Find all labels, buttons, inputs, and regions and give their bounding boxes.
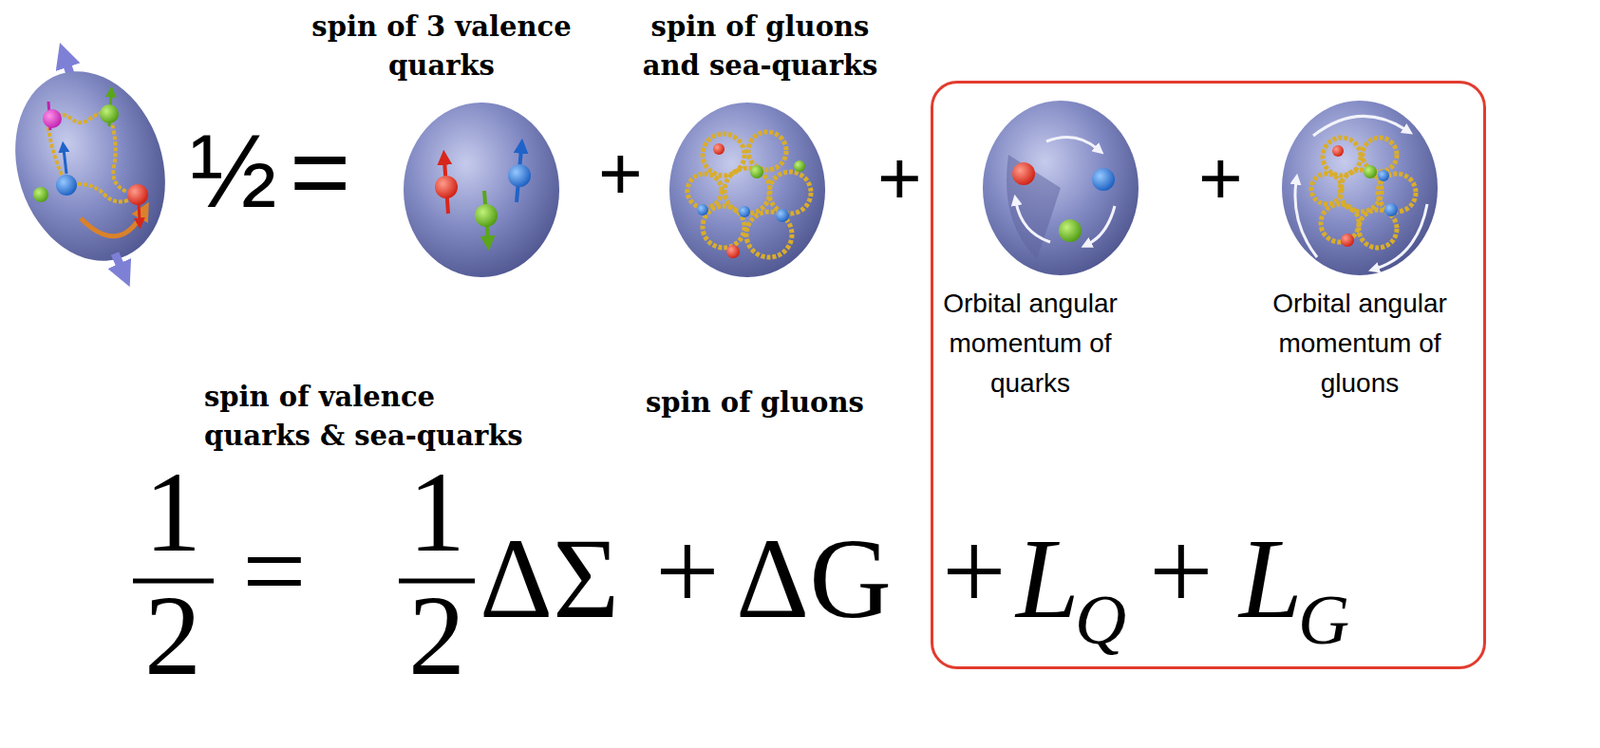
orbital-caption: Orbital angular momentum of quarks bbox=[935, 283, 1126, 404]
math-symbol: ΔG bbox=[735, 522, 892, 637]
fraction-half: ½ bbox=[189, 118, 278, 224]
math-symbol: ΔΣ bbox=[479, 522, 620, 637]
orbital-illustration-circle: Orbital angular momentum of quarks bbox=[935, 90, 1126, 408]
highlight-box: Orbital angular momentum of quarks Orbit… bbox=[930, 80, 1487, 670]
spin-caption: spin of gluons and sea-quarks bbox=[624, 7, 896, 85]
plus-sign: + bbox=[655, 514, 720, 629]
denominator: 2 bbox=[134, 579, 211, 694]
numerator: 1 bbox=[134, 455, 211, 570]
plus-sign: + bbox=[877, 140, 923, 217]
quark-orbit-illustration bbox=[979, 97, 1142, 279]
gluon-orbit-illustration bbox=[1279, 97, 1441, 279]
term-caption: spin of valence quarks & sea-quarks bbox=[204, 377, 537, 455]
numerator: 1 bbox=[398, 455, 475, 570]
math-symbol: L bbox=[1016, 522, 1080, 637]
orbital-illustration-circle: Orbital angular momentum of gluons bbox=[1255, 90, 1465, 408]
plus-sign: + bbox=[1198, 140, 1243, 217]
gluon-sea-illustration bbox=[666, 99, 829, 281]
valence-quark-illustration bbox=[400, 99, 563, 281]
proton-illustration bbox=[0, 52, 189, 282]
math-subscript: G bbox=[1298, 583, 1350, 656]
orbital-caption: Orbital angular momentum of gluons bbox=[1255, 283, 1465, 404]
spin-caption: spin of 3 valence quarks bbox=[275, 7, 608, 85]
equals-sign: = bbox=[242, 514, 307, 629]
math-subscript: Q bbox=[1074, 583, 1127, 656]
plus-sign: + bbox=[941, 514, 1007, 629]
term-caption: spin of gluons bbox=[645, 383, 865, 423]
denominator: 2 bbox=[398, 579, 475, 694]
plus-sign: + bbox=[598, 135, 643, 212]
plus-sign: + bbox=[1148, 514, 1214, 629]
equals-sign: = bbox=[289, 118, 351, 224]
math-symbol: L bbox=[1239, 522, 1303, 637]
spin-illustration-circle: spin of gluons and sea-quarks bbox=[624, 7, 896, 281]
